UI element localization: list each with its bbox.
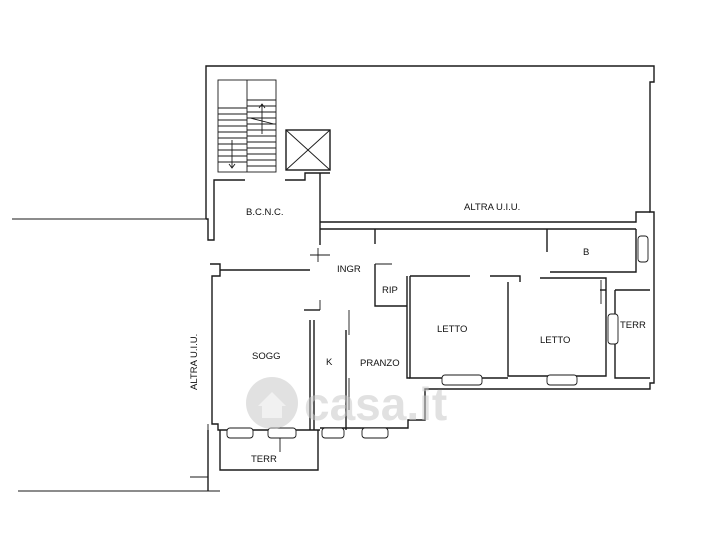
label-terr-bottom: TERR — [251, 454, 277, 465]
room-labels: B.C.N.C. ALTRA U.I.U. INGR RIP B LETTO L… — [189, 202, 646, 465]
shaft-cross-icon — [285, 129, 331, 171]
label-sogg: SOGG — [252, 351, 281, 362]
label-b: B — [583, 247, 589, 258]
door-swings — [310, 248, 602, 410]
house-icon — [246, 377, 298, 429]
label-ingr: INGR — [337, 264, 361, 275]
windows — [226, 235, 649, 452]
watermark: casa.it — [246, 377, 447, 430]
label-terr-right: TERR — [620, 320, 646, 331]
label-altra-uiu-top: ALTRA U.I.U. — [464, 202, 520, 213]
watermark-text: casa.it — [304, 378, 447, 430]
label-bcnc: B.C.N.C. — [246, 207, 283, 218]
interior-walls — [220, 173, 650, 430]
label-rip: RIP — [382, 285, 398, 296]
staircase-icon — [217, 79, 277, 173]
label-k: K — [326, 357, 333, 368]
label-altra-uiu-left: ALTRA U.I.U. — [189, 334, 200, 390]
label-letto-1: LETTO — [437, 324, 467, 335]
label-letto-2: LETTO — [540, 335, 570, 346]
label-pranzo: PRANZO — [360, 358, 400, 369]
outer-walls — [205, 65, 655, 491]
